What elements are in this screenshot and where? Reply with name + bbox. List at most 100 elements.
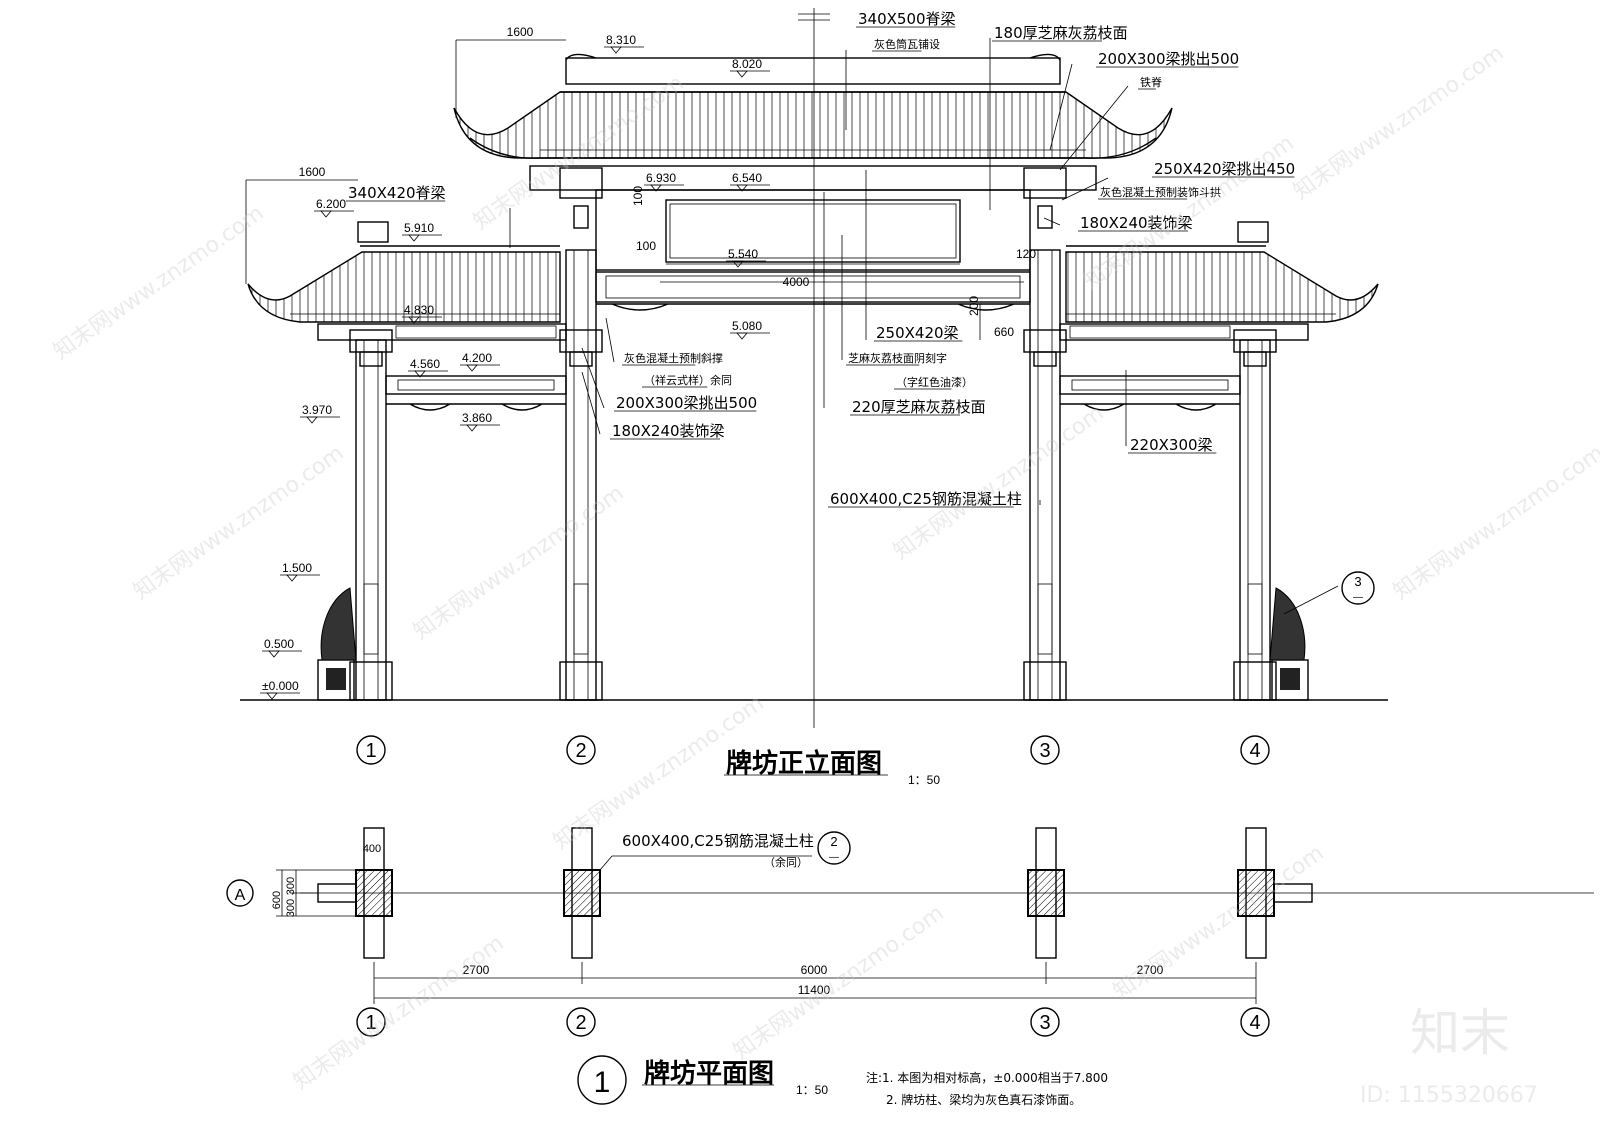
plan-dim-400: 400 xyxy=(363,843,381,855)
elevation-dim-2: 4000 xyxy=(783,275,810,289)
plan-column-note-2: （余同） xyxy=(764,855,808,869)
level-marker-0 xyxy=(610,46,622,54)
level-marker-14 xyxy=(268,650,280,658)
plan-span-1: 6000 xyxy=(801,963,828,977)
plan-axis-3 xyxy=(1030,1007,1060,1037)
elevation-level-0: 8.310 xyxy=(606,33,636,47)
level-marker-3 xyxy=(736,184,748,192)
watermark-id: ID: 1155320667 xyxy=(1360,1083,1538,1108)
plan-dim-v-0: 600 xyxy=(271,891,283,909)
plan-column-4 xyxy=(1237,827,1313,959)
elevation-note-7: 180X240装饰梁 xyxy=(1080,214,1193,232)
plan-span-2: 2700 xyxy=(1137,963,1164,977)
plan-note-1: 注:1. 本图为相对标高，±0.000相当于7.800 xyxy=(866,1070,1108,1085)
elevation-note-6: 灰色混凝土预制装饰斗拱 xyxy=(1100,185,1221,199)
elevation-level-2: 6.930 xyxy=(646,171,676,185)
plan-badge xyxy=(577,1055,627,1105)
plan-axis-a-label: A xyxy=(235,887,246,904)
elevation-dims xyxy=(245,39,1024,340)
right-side-roof xyxy=(1065,221,1379,323)
elevation-note-15: （字红色油漆） xyxy=(896,375,973,389)
elevation-axis-2-label: 2 xyxy=(575,740,586,762)
level-marker-7 xyxy=(736,332,748,340)
elevation-dim-6: 200 xyxy=(967,296,981,316)
elevation-scale: 1：50 xyxy=(908,773,940,787)
watermark-site-3: 知末网www.znzmo.com xyxy=(1289,41,1509,205)
detail-ref-3-top: 3 xyxy=(1354,574,1361,589)
plan-axis-1-label: 1 xyxy=(365,1012,376,1034)
level-marker-10 xyxy=(466,364,478,372)
elevation-note-10: （祥云式样）余同 xyxy=(644,373,732,387)
right-side-beams xyxy=(1059,323,1309,411)
plan-badge-label: 1 xyxy=(594,1066,611,1099)
elevation-level-7: 5.080 xyxy=(732,319,762,333)
level-marker-1 xyxy=(736,70,748,78)
watermark-site-9: 知末网www.znzmo.com xyxy=(289,931,509,1095)
elevation-level-6: 5.540 xyxy=(728,247,758,261)
elevation-note-5: 250X420梁挑出450 xyxy=(1154,160,1295,178)
elevation-note-13: 250X420梁 xyxy=(876,324,959,342)
elevation-axis-3 xyxy=(1030,735,1060,765)
detail-ref-2-top: 2 xyxy=(830,834,837,849)
level-marker-9 xyxy=(414,370,426,378)
bracket-sets xyxy=(349,167,1277,367)
left-side-beams xyxy=(317,323,567,411)
elevation-axis-1-label: 1 xyxy=(365,740,376,762)
level-marker-13 xyxy=(286,574,298,582)
elevation-level-5: 5.910 xyxy=(404,221,434,235)
plan-axis-2-label: 2 xyxy=(575,1012,586,1034)
watermark-site-0: 知末网www.znzmo.com xyxy=(49,201,269,365)
elevation-level-13: 1.500 xyxy=(282,561,312,575)
elevation-dim-7: 660 xyxy=(994,325,1014,339)
elevation-note-14: 芝麻灰荔枝面阴刻字 xyxy=(848,351,947,365)
level-marker-6 xyxy=(732,260,744,268)
leader-lines xyxy=(509,38,1339,615)
level-marker-11 xyxy=(306,416,318,424)
elevation-axis-1 xyxy=(356,735,386,765)
level-marker-8 xyxy=(408,316,420,324)
plan-drawing xyxy=(276,827,1594,1004)
watermark-site-10: 知末网www.znzmo.com xyxy=(1109,841,1329,1005)
plan-axis-a xyxy=(226,879,254,907)
elevation-title: 牌坊正立面图 xyxy=(726,748,882,779)
plan-axis-4-label: 4 xyxy=(1249,1012,1260,1034)
watermark-site-5: 知末网www.znzmo.com xyxy=(889,401,1109,565)
plan-axis-3-label: 3 xyxy=(1039,1012,1050,1034)
detail-ref-2-bottom: — xyxy=(829,852,839,863)
watermark-site-8: 知末网www.znzmo.com xyxy=(1389,441,1600,605)
plan-column-3 xyxy=(1027,827,1065,959)
column-3 xyxy=(1023,249,1067,701)
detail-ref-2 xyxy=(817,831,851,865)
elevation-level-1: 8.020 xyxy=(732,57,762,71)
plan-note-2: 2. 牌坊柱、梁均为灰色真石漆饰面。 xyxy=(886,1092,1081,1107)
plan-span-0: 2700 xyxy=(463,963,490,977)
elevation-dim-0: 1600 xyxy=(507,25,534,39)
elevation-level-14: 0.500 xyxy=(264,637,294,651)
elevation-axis-2 xyxy=(566,735,596,765)
level-marker-15 xyxy=(266,692,278,700)
central-beams xyxy=(529,165,1097,311)
elevation-note-9: 灰色混凝土预制斜撑 xyxy=(624,351,723,365)
elevation-level-12: 3.860 xyxy=(462,411,492,425)
elevation-dim-5: 120 xyxy=(1016,247,1036,261)
elevation-note-8: 340X420脊梁 xyxy=(348,184,446,202)
elevation-note-18: 600X400,C25钢筋混凝土柱 xyxy=(830,490,1022,508)
left-side-roof xyxy=(247,221,561,323)
plan-title: 牌坊平面图 xyxy=(644,1058,774,1089)
elevation-dim-1: 1600 xyxy=(299,165,326,179)
level-marker-12 xyxy=(466,424,478,432)
plan-axis-2 xyxy=(566,1007,596,1037)
elevation-level-9: 4.560 xyxy=(410,357,440,371)
elevation-note-16: 220厚芝麻灰荔枝面 xyxy=(852,398,986,416)
detail-ref-3-bottom: — xyxy=(1353,592,1363,603)
watermark-logo: 知末 xyxy=(1410,1004,1510,1062)
plan-axis-4 xyxy=(1240,1007,1270,1037)
elevation-note-12: 180X240装饰梁 xyxy=(612,422,725,440)
stone-lion-right xyxy=(1269,587,1309,701)
elevation-note-3: 200X300梁挑出500 xyxy=(1098,50,1239,68)
plan-scale: 1：50 xyxy=(796,1083,828,1097)
level-marker-5 xyxy=(408,234,420,242)
elevation-dim-4: 100 xyxy=(636,239,656,253)
